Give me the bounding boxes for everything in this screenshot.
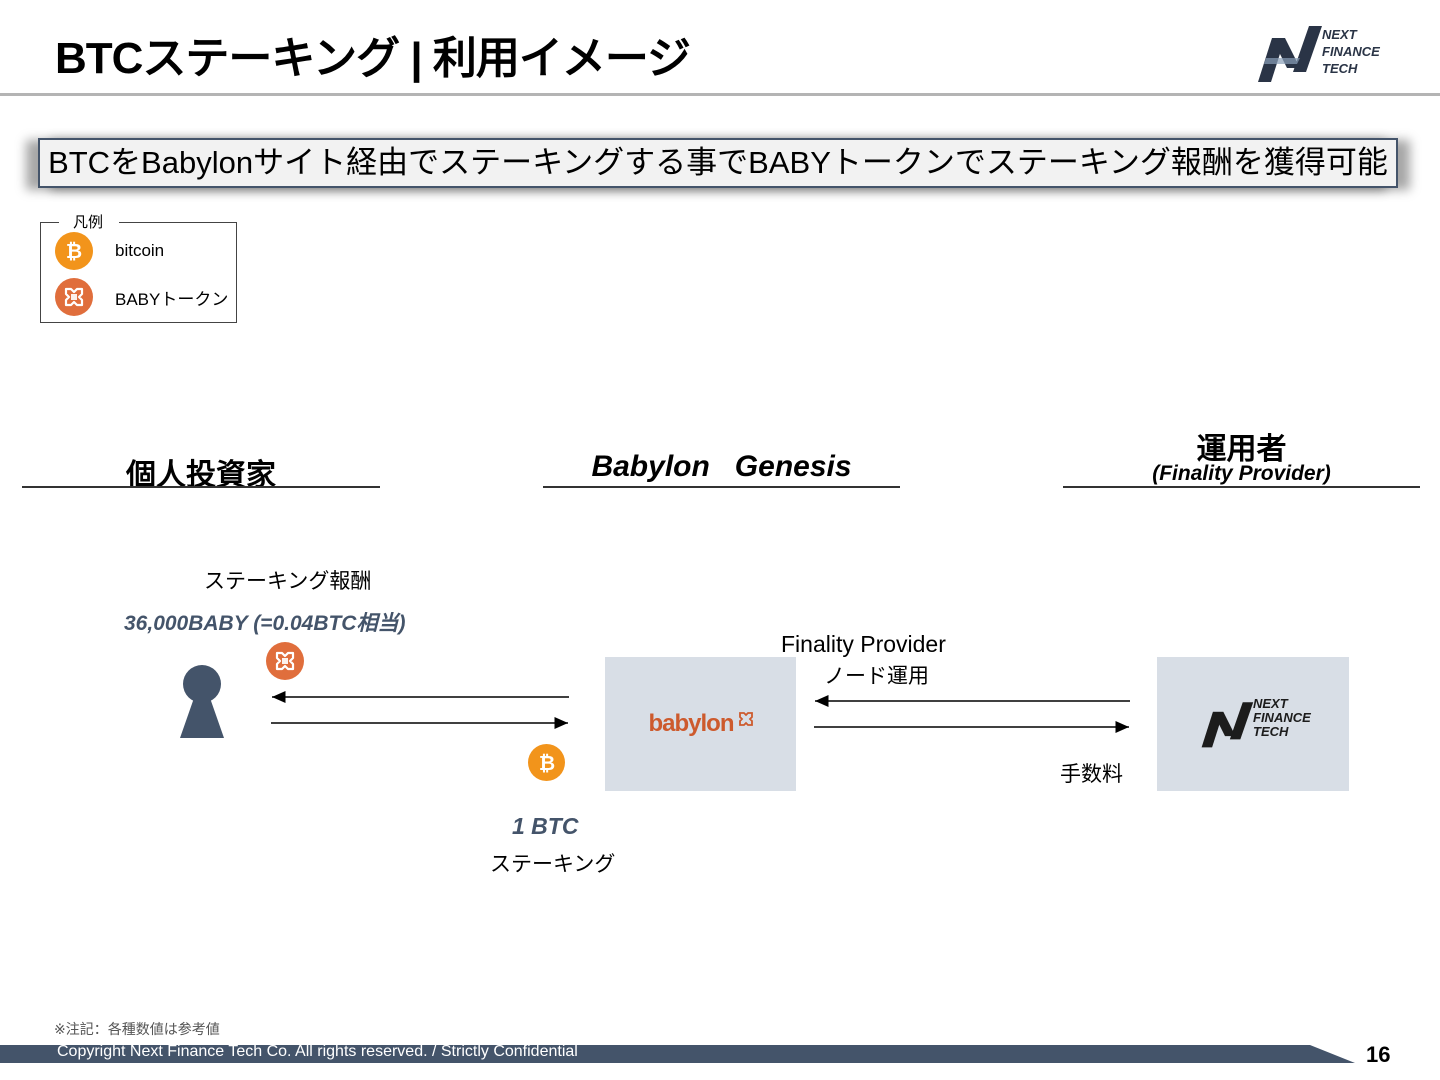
operator-logo-box: NEXT FINANCE TECH bbox=[1157, 657, 1349, 791]
title-divider bbox=[0, 93, 1440, 96]
company-logo: NEXT FINANCE TECH bbox=[1252, 22, 1402, 84]
reward-baby-token-icon bbox=[266, 642, 304, 680]
legend-box: 凡例 ₿ bitcoin BABYトークン bbox=[40, 211, 237, 323]
legend-item-bitcoin: ₿ bitcoin bbox=[55, 232, 164, 270]
reward-label: ステーキング報酬 bbox=[204, 570, 372, 593]
logo-line-3: TECH bbox=[1322, 61, 1358, 76]
column-head-operator: 運用者 bbox=[1196, 433, 1287, 466]
legend-label-bitcoin: bitcoin bbox=[115, 241, 165, 260]
column-rule-operator bbox=[1063, 486, 1420, 488]
column-subhead-operator: (Finality Provider) bbox=[1152, 462, 1331, 485]
nft-logo-mark-icon bbox=[1258, 26, 1322, 82]
node-operation-label: ノード運用 bbox=[824, 665, 929, 688]
stake-amount: 1 BTC bbox=[512, 813, 579, 839]
slide-title: BTCステーキング | 利用イメージ bbox=[55, 34, 691, 83]
babylon-mark-icon bbox=[738, 712, 753, 726]
operator-logo-mark-icon bbox=[1201, 702, 1254, 748]
babylon-logo-box: babylon bbox=[605, 657, 796, 791]
column-rule-investor bbox=[22, 486, 380, 488]
legend-label-baby: BABYトークン bbox=[115, 289, 229, 309]
operator-logo-line-3: TECH bbox=[1253, 724, 1289, 739]
footer-copyright: Copyright Next Finance Tech Co. All righ… bbox=[57, 1043, 578, 1060]
legend-item-baby: BABYトークン bbox=[55, 278, 228, 316]
operator-logo-line-1: NEXT bbox=[1253, 696, 1288, 711]
svg-text:₿: ₿ bbox=[538, 751, 554, 775]
fee-label: 手数料 bbox=[1060, 763, 1123, 786]
finality-provider-label: Finality Provider bbox=[781, 631, 946, 657]
legend-title: 凡例 bbox=[59, 211, 120, 232]
babylon-wordmark: babylon bbox=[648, 710, 734, 737]
footnote: ※注記：各種数値は参考値 bbox=[54, 1021, 220, 1037]
baby-token-icon bbox=[55, 278, 93, 316]
svg-text:₿: ₿ bbox=[66, 239, 82, 263]
investor-person-icon bbox=[178, 664, 226, 738]
summary-banner: BTCをBabylonサイト経由でステーキングする事でBABYトークンでステーキ… bbox=[38, 138, 1398, 188]
page-number: 16 bbox=[1366, 1042, 1391, 1067]
bitcoin-icon: ₿ bbox=[55, 232, 93, 270]
column-rule-babylon bbox=[543, 486, 900, 488]
logo-line-1: NEXT bbox=[1322, 27, 1357, 42]
column-head-babylon: Babylon Genesis bbox=[591, 450, 852, 483]
stake-label: ステーキング bbox=[490, 853, 616, 876]
operator-logo-line-2: FINANCE bbox=[1253, 710, 1311, 725]
footer-bar bbox=[0, 1045, 1355, 1063]
stake-bitcoin-icon: ₿ bbox=[528, 744, 565, 781]
logo-line-2: FINANCE bbox=[1322, 44, 1380, 59]
reward-amount: 36,000BABY (=0.04BTC相当) bbox=[124, 612, 406, 635]
